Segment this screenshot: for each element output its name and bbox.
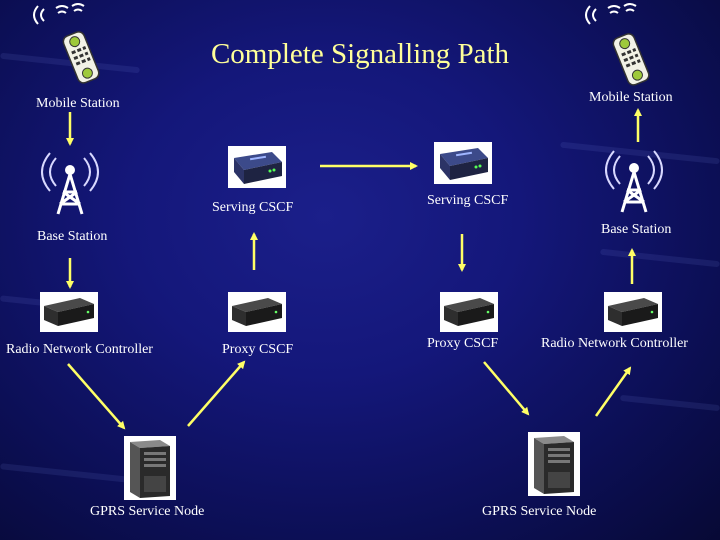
arrow-rnc-to-gprs-left — [68, 364, 124, 428]
mobile-phone-icon — [58, 28, 106, 86]
arrow-pcscf-to-gprs-right — [484, 362, 528, 414]
label-gprs-right: GPRS Service Node — [482, 504, 596, 520]
label-base-station-right: Base Station — [601, 222, 671, 238]
label-rnc-left: Radio Network Controller — [6, 342, 153, 358]
network-switch-icon — [604, 292, 662, 332]
antenna-tower-icon — [600, 146, 668, 214]
label-base-station-left: Base Station — [37, 229, 107, 245]
label-serving-cscf-right: Serving CSCF — [427, 193, 508, 209]
network-switch-icon — [440, 292, 498, 332]
server-icon — [528, 432, 580, 496]
server-icon — [124, 436, 176, 500]
label-proxy-cscf-left: Proxy CSCF — [222, 342, 293, 358]
mobile-phone-icon — [608, 30, 656, 88]
network-switch-icon — [228, 292, 286, 332]
signal-waves-icon — [26, 2, 92, 28]
label-rnc-right: Radio Network Controller — [541, 336, 688, 352]
arrow-gprs-to-rnc-right — [596, 368, 630, 416]
label-serving-cscf-left: Serving CSCF — [212, 200, 293, 216]
label-mobile-station-right: Mobile Station — [589, 90, 673, 106]
label-mobile-station-left: Mobile Station — [36, 96, 120, 112]
network-switch-icon — [40, 292, 98, 332]
router-icon — [228, 146, 286, 188]
label-proxy-cscf-right: Proxy CSCF — [427, 336, 498, 352]
router-icon — [434, 142, 492, 184]
label-gprs-left: GPRS Service Node — [90, 504, 204, 520]
signal-waves-icon — [578, 2, 644, 28]
arrow-gprs-to-pcscf-left — [188, 362, 244, 426]
antenna-tower-icon — [36, 148, 104, 216]
